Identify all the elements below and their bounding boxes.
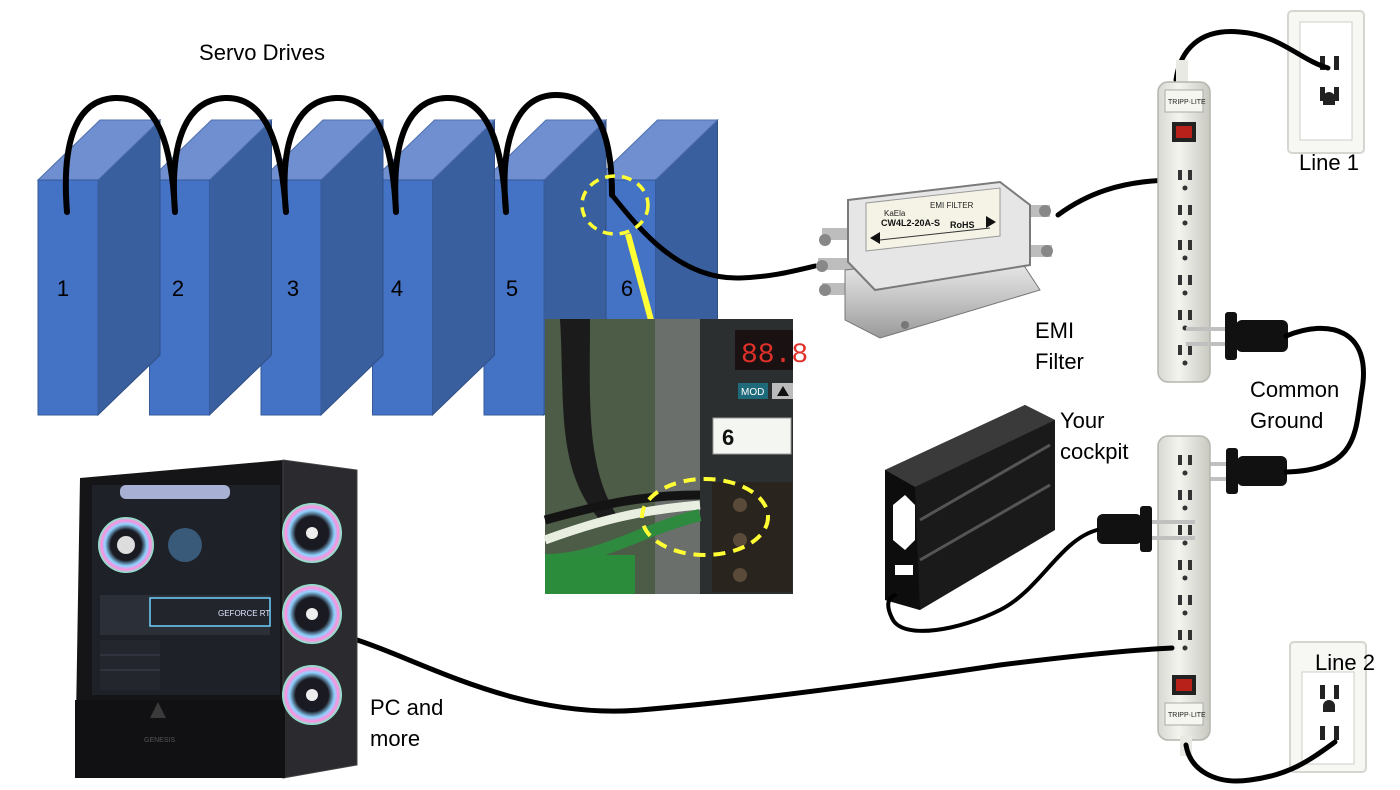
strip-outlet [1178, 170, 1192, 191]
emi-filter-model: CW4L2-20A-S [881, 218, 940, 228]
strip-outlet [1178, 490, 1192, 511]
line2-label: Line 2 [1315, 650, 1375, 675]
strip-outlet [1178, 560, 1192, 581]
servo-drive-group: 6 5 4 3 2 1 [36, 118, 719, 417]
pc-brand: GENESIS [144, 737, 175, 744]
servo-drive-number: 2 [172, 276, 184, 301]
cockpit-label-line1: Your [1060, 408, 1104, 433]
pc-label-line1: PC and [370, 695, 443, 720]
inset-photo: 88.8 MOD 6 [543, 319, 808, 594]
strip-outlet [1178, 205, 1192, 226]
wall2-cable [1183, 739, 1338, 784]
wall-outlet-2 [1289, 641, 1367, 773]
servo-drive-1: 1 [36, 118, 162, 417]
servo-drive-number: 1 [57, 276, 69, 301]
emi-filter-rohs: RoHS [950, 220, 975, 230]
emi-filter-name: EMI FILTER [930, 201, 974, 210]
emi-label-line1: EMI [1035, 318, 1074, 343]
strip2-outlet-group [1178, 455, 1192, 651]
servo-drive-number: 5 [506, 276, 518, 301]
servo-drive-number: 4 [391, 276, 403, 301]
common-label-line1: Common [1250, 377, 1339, 402]
inset-tag: 6 [722, 425, 734, 450]
pc-gpu-label: GEFORCE RT [218, 609, 270, 618]
inset-mode-button: MOD [741, 387, 764, 398]
wall-outlet-1 [1287, 10, 1365, 154]
cockpit-plug [1097, 506, 1195, 552]
drive6-highlight-circle [580, 174, 650, 236]
strip-outlet [1178, 240, 1192, 261]
drive-to-filter-cable [609, 192, 818, 281]
cockpit-extrusion [885, 405, 1055, 610]
power-strip-2-brand: TRIPP·LITE [1168, 712, 1206, 719]
strip-outlet [1178, 345, 1192, 366]
servo-drives-title: Servo Drives [199, 40, 325, 65]
wall1-cable [1173, 29, 1331, 83]
inset-display: 88.8 [741, 340, 808, 371]
power-strip-2: TRIPP·LITE [1157, 435, 1211, 756]
power-strip-1: TRIPP·LITE [1157, 60, 1211, 383]
emi-label-line2: Filter [1035, 349, 1084, 374]
servo-drive-number: 3 [287, 276, 299, 301]
servo-drive-number: 6 [621, 276, 633, 301]
strip-outlet [1178, 595, 1192, 616]
emi-filter-brand: KaEla [884, 209, 906, 218]
cockpit-cable [886, 528, 1099, 633]
strip-outlet [1178, 275, 1192, 296]
power-strip-1-brand: TRIPP·LITE [1168, 99, 1206, 106]
common-ground-plug-top [1186, 312, 1288, 360]
cockpit-label-line2: cockpit [1060, 439, 1128, 464]
pc-case: GEFORCE RT GENESIS [75, 459, 358, 779]
daisy-chain-cable [62, 91, 615, 215]
common-label-line2: Ground [1250, 408, 1323, 433]
common-ground-cable [1283, 325, 1366, 475]
strip-outlet [1178, 455, 1192, 476]
line1-label: Line 1 [1299, 150, 1359, 175]
emi-filter: KaEla EMI FILTER CW4L2-20A-S RoHS [816, 180, 1053, 339]
strip1-outlet-group [1178, 170, 1192, 366]
pc-to-strip2-cable [354, 637, 1175, 714]
pc-label-line2: more [370, 726, 420, 751]
strip-outlet [1178, 525, 1192, 546]
servo-drive-3: 3 [259, 118, 385, 417]
strip-outlet [1178, 630, 1192, 651]
